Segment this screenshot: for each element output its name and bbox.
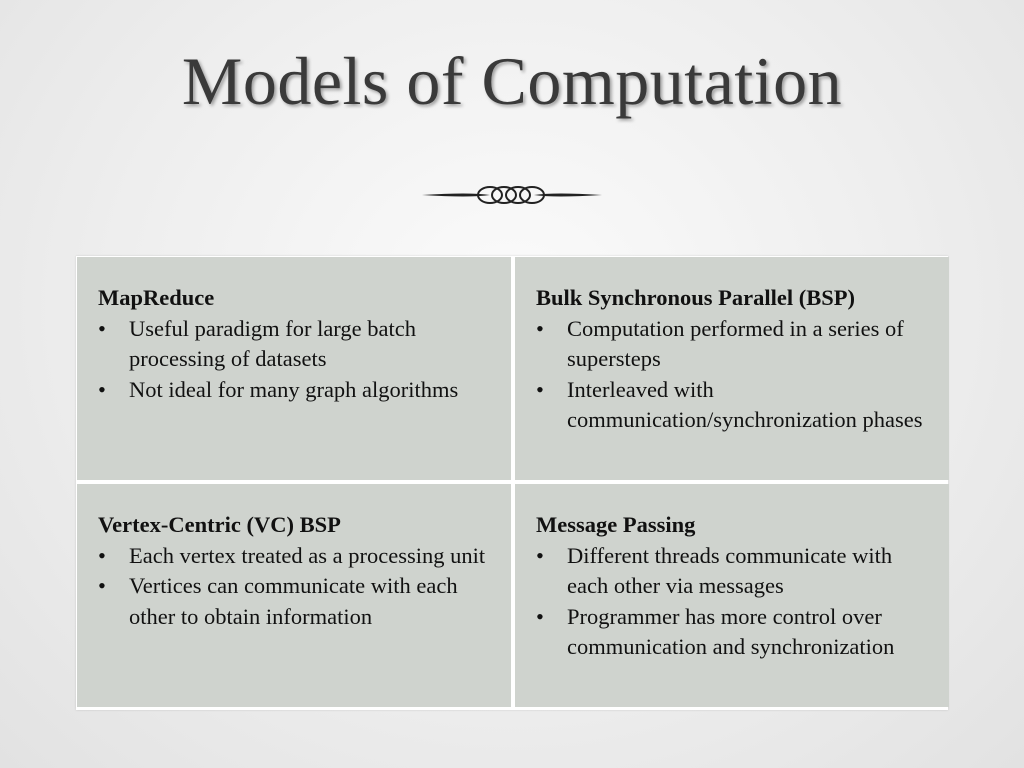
cell-heading: Bulk Synchronous Parallel (BSP) bbox=[536, 285, 856, 310]
ornament-divider-icon bbox=[422, 186, 602, 204]
bullet-list: • Different threads communicate with eac… bbox=[536, 541, 929, 663]
bullet-icon: • bbox=[536, 542, 544, 568]
cell-heading: MapReduce bbox=[98, 285, 215, 310]
bullet-list: • Useful paradigm for large batch proces… bbox=[98, 314, 491, 406]
bullet-text: Interleaved with communication/synchroni… bbox=[567, 376, 923, 433]
bullet-icon: • bbox=[98, 542, 106, 568]
bullet-item: • Programmer has more control over commu… bbox=[536, 602, 929, 663]
bullet-text: Not ideal for many graph algorithms bbox=[129, 376, 459, 402]
cell-message-passing: Message Passing • Different threads comm… bbox=[515, 484, 949, 707]
bullet-list: • Each vertex treated as a processing un… bbox=[98, 541, 491, 633]
bullet-icon: • bbox=[536, 376, 544, 402]
bullet-icon: • bbox=[536, 603, 544, 629]
slide-title: Models of Computation bbox=[181, 43, 843, 119]
bullet-item: • Not ideal for many graph algorithms bbox=[98, 375, 491, 406]
bullet-item: • Each vertex treated as a processing un… bbox=[98, 541, 491, 572]
cell-bsp: Bulk Synchronous Parallel (BSP) • Comput… bbox=[515, 257, 949, 480]
models-table: MapReduce • Useful paradigm for large ba… bbox=[76, 256, 949, 710]
bullet-item: • Vertices can communicate with each oth… bbox=[98, 571, 491, 632]
cell-heading: Message Passing bbox=[536, 512, 696, 537]
cell-mapreduce: MapReduce • Useful paradigm for large ba… bbox=[77, 257, 511, 480]
cell-vertex-centric: Vertex-Centric (VC) BSP • Each vertex tr… bbox=[77, 484, 511, 707]
bullet-text: Useful paradigm for large batch processi… bbox=[129, 315, 416, 372]
bullet-text: Different threads communicate with each … bbox=[567, 542, 893, 599]
cell-heading: Vertex-Centric (VC) BSP bbox=[98, 512, 341, 537]
bullet-icon: • bbox=[536, 315, 544, 341]
bullet-list: • Computation performed in a series of s… bbox=[536, 314, 929, 436]
bullet-text: Computation performed in a series of sup… bbox=[567, 315, 904, 372]
bullet-item: • Interleaved with communication/synchro… bbox=[536, 375, 929, 436]
bullet-icon: • bbox=[98, 315, 106, 341]
bullet-text: Programmer has more control over communi… bbox=[567, 603, 895, 660]
bullet-item: • Different threads communicate with eac… bbox=[536, 541, 929, 602]
bullet-item: • Computation performed in a series of s… bbox=[536, 314, 929, 375]
bullet-icon: • bbox=[98, 376, 106, 402]
bullet-icon: • bbox=[98, 573, 106, 599]
bullet-item: • Useful paradigm for large batch proces… bbox=[98, 314, 491, 375]
bullet-text: Each vertex treated as a processing unit bbox=[129, 542, 486, 568]
bullet-text: Vertices can communicate with each other… bbox=[129, 573, 458, 629]
